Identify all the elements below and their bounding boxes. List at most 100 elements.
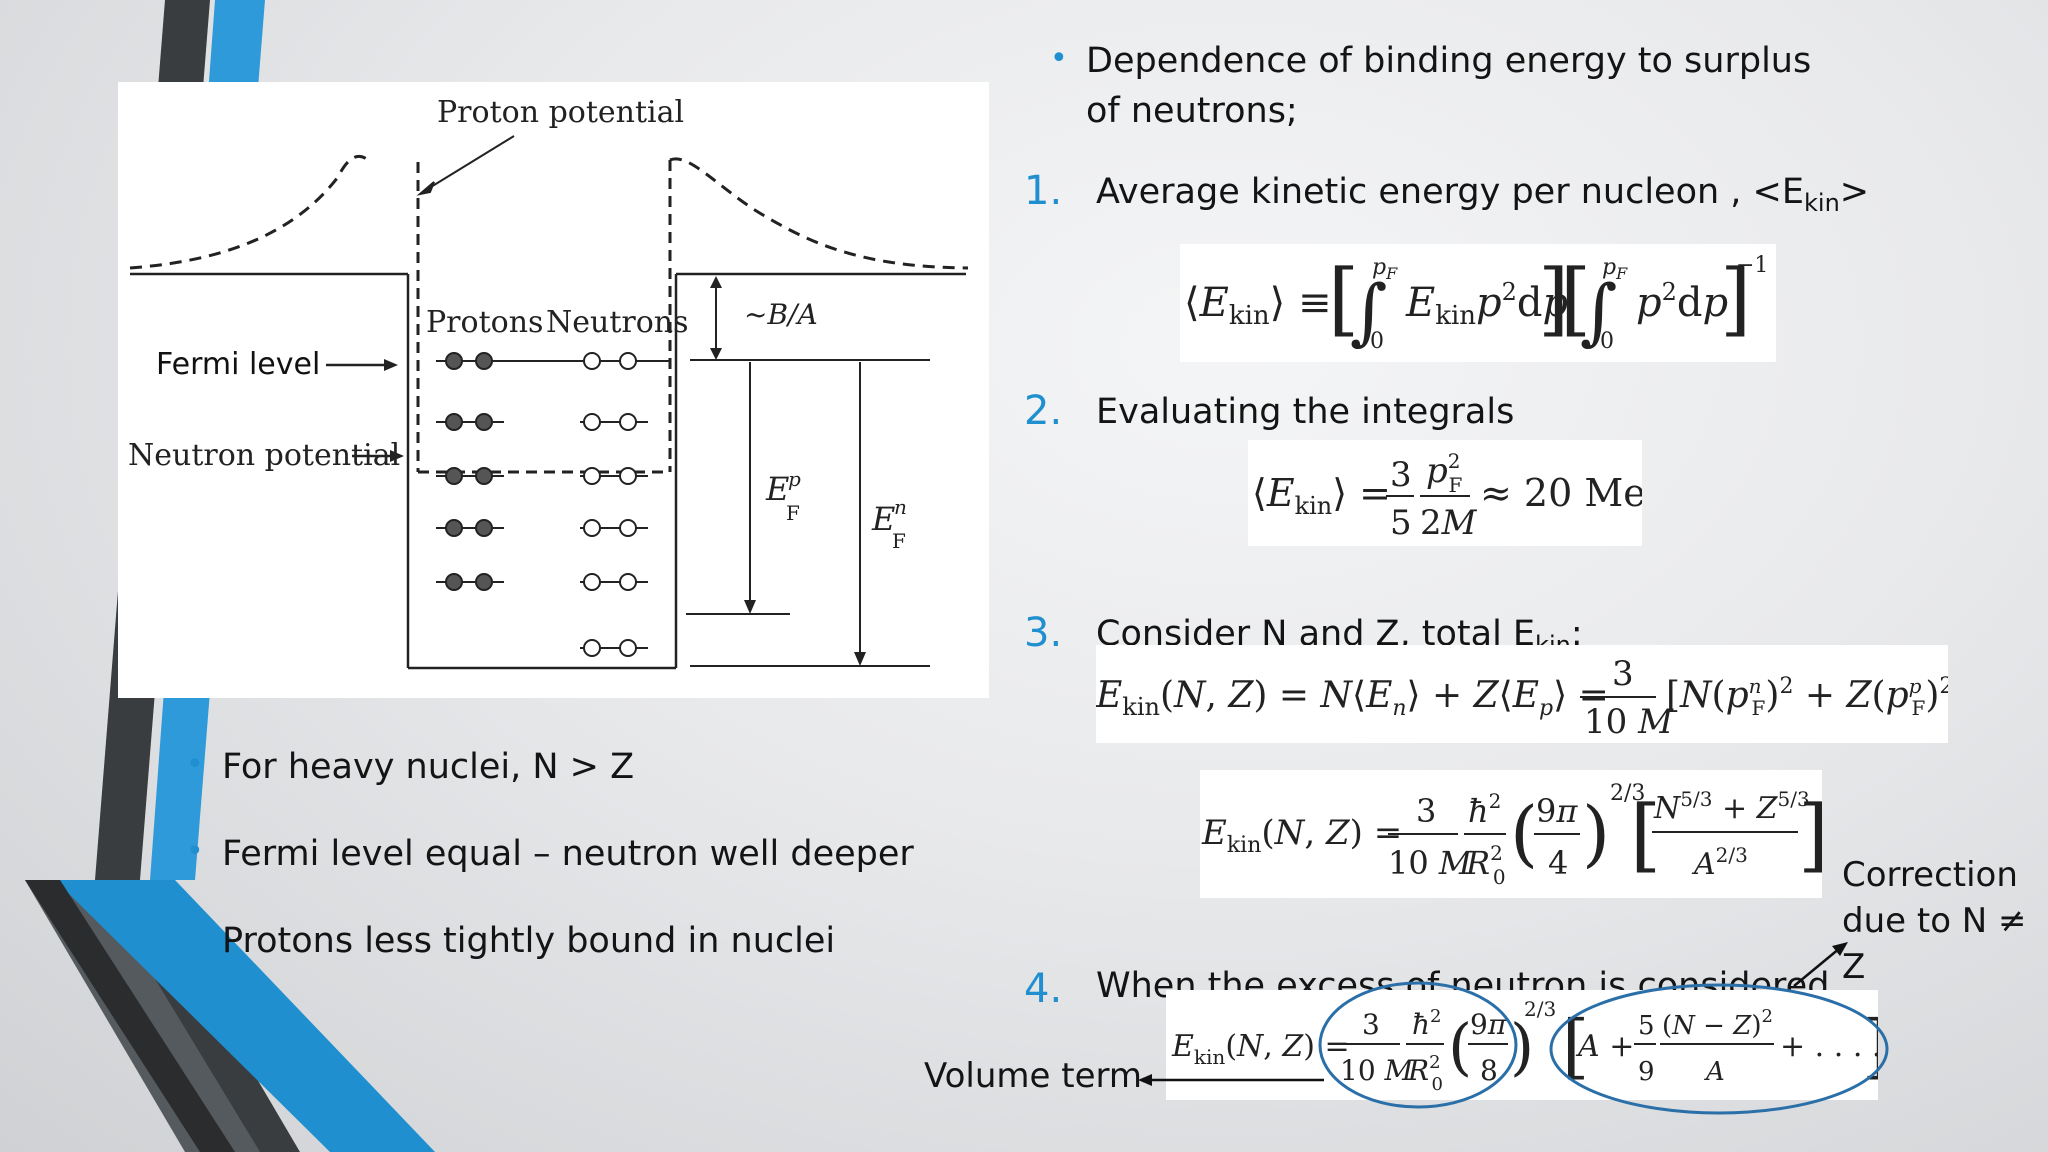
svg-text:10 M: 10 M (1340, 1054, 1415, 1087)
equation-evaluated-integral: ⟨Ekin⟩ = 3 5 p2F 2M ≈ 20 MeV (1248, 440, 1642, 546)
correction-annotation: Correction due to N ≠ Z (1842, 852, 2048, 990)
step-1-text: Average kinetic energy per nucleon , <Ek… (1096, 172, 1869, 217)
svg-text:2/3: 2/3 (1524, 997, 1556, 1021)
svg-text:10 M: 10 M (1584, 702, 1674, 742)
efn-label: E n F (871, 495, 907, 553)
step-2-number: 2. (1024, 388, 1063, 434)
fermi-level-label: Fermi level (156, 347, 320, 382)
svg-text:Ekin(N, Z) =: Ekin(N, Z) = (1171, 1029, 1350, 1069)
svg-text:9π: 9π (1536, 792, 1578, 830)
bullet-heavy-nuclei: • For heavy nuclei, N > Z (186, 742, 635, 792)
svg-text:4: 4 (1548, 844, 1568, 882)
volume-term-label: Volume term (924, 1056, 1143, 1096)
svg-text:8: 8 (1480, 1054, 1498, 1087)
svg-text:0: 0 (1370, 329, 1384, 354)
bullet-protons-bound: • Protons less tightly bound in nuclei (186, 916, 836, 966)
svg-text:]: ] (1720, 252, 1751, 345)
correction-line-1: Correction (1842, 855, 2018, 895)
svg-text:5: 5 (1638, 1011, 1655, 1041)
svg-text:pF: pF (1602, 255, 1628, 283)
protons-label: Protons (426, 305, 543, 340)
svg-text:]: ] (1798, 788, 1822, 881)
correction-line-2: due to N ≠ Z (1842, 901, 2027, 987)
equation-average-kinetic: ⟨Ekin⟩ ≡ [ ∫ pF 0 Ekinp2dp ] [ ∫ pF 0 p2… (1180, 244, 1776, 362)
svg-text:9: 9 (1638, 1057, 1655, 1087)
svg-text:−1: −1 (1736, 253, 1768, 278)
fermi-gas-diagram: Proton potential Protons Neutrons ~B/A F… (118, 82, 989, 698)
svg-text:[: [ (1630, 788, 1661, 881)
svg-text:A +: A + (1575, 1029, 1634, 1064)
svg-text:): ) (1582, 791, 1610, 875)
neutrons-label: Neutrons (546, 305, 689, 340)
svg-text:∫: ∫ (1350, 269, 1388, 353)
svg-text:(N − Z)2: (N − Z)2 (1662, 1006, 1773, 1041)
svg-text:3: 3 (1390, 455, 1412, 495)
svg-text:⟨Ekin⟩ =: ⟨Ekin⟩ = (1252, 471, 1391, 520)
svg-text:F: F (892, 529, 906, 553)
svg-text:[: [ (1560, 252, 1591, 345)
svg-text:⟨Ekin⟩ ≡: ⟨Ekin⟩ ≡ (1184, 280, 1331, 331)
step-1-label: Average kinetic energy per nucleon , <E (1096, 172, 1804, 212)
svg-text:]: ] (1538, 252, 1569, 345)
bullet-dot: • (186, 834, 204, 869)
step-1-number: 1. (1024, 168, 1063, 214)
svg-text:ħ2: ħ2 (1412, 1006, 1442, 1041)
svg-text:R20: R20 (1407, 1052, 1443, 1095)
svg-text:9π: 9π (1470, 1008, 1507, 1041)
neutron-levels (580, 352, 648, 657)
svg-text:p2dp: p2dp (1636, 278, 1728, 326)
intro-text: Dependence of binding energy to surplus … (1086, 41, 1812, 131)
svg-text:A2/3: A2/3 (1691, 843, 1748, 882)
svg-text:≈ 20 MeV: ≈ 20 MeV (1480, 471, 1642, 515)
efp-label: E p F (765, 467, 801, 525)
bullet-text: For heavy nuclei, N > Z (222, 747, 635, 787)
svg-text:2M: 2M (1420, 503, 1478, 543)
svg-text:10 M: 10 M (1388, 844, 1473, 882)
svg-text:[: [ (1328, 252, 1359, 345)
neutron-potential-label: Neutron potential (128, 438, 400, 473)
step-4-number: 4. (1024, 966, 1063, 1012)
svg-text:p2F: p2F (1426, 449, 1463, 497)
bullet-fermi-level: • Fermi level equal – neutron well deepe… (186, 829, 914, 879)
bullet-text: Fermi level equal – neutron well deeper (222, 834, 914, 874)
svg-text:(: ( (1448, 1010, 1472, 1083)
equation-total-kinetic: Ekin(N, Z) = N⟨En⟩ + Z⟨Ep⟩ = 3 10 M [N(p… (1096, 645, 1948, 743)
step-3-after: : (1570, 614, 1583, 654)
bullet-dot: • (186, 747, 204, 782)
svg-text:]: ] (1862, 1005, 1878, 1087)
bullet-text: Protons less tightly bound in nuclei (222, 921, 836, 961)
svg-text:E: E (765, 470, 789, 508)
potential-well-svg: Proton potential Protons Neutrons ~B/A F… (128, 95, 969, 670)
proton-levels (436, 352, 504, 591)
svg-text:Ekin(N, Z) =: Ekin(N, Z) = (1201, 813, 1402, 858)
svg-text:[N(pnF)2 + Z(ppF)2]: [N(pnF)2 + Z(ppF)2] (1666, 674, 1948, 720)
svg-text:A: A (1704, 1057, 1725, 1087)
svg-text:2/3: 2/3 (1610, 781, 1645, 806)
svg-text:F: F (786, 501, 800, 525)
svg-text:pF: pF (1372, 255, 1398, 283)
svg-text:Ekin(N, Z) = N⟨En⟩ + Z⟨Ep⟩ =: Ekin(N, Z) = N⟨En⟩ + Z⟨Ep⟩ = (1096, 675, 1609, 721)
step-3-number: 3. (1024, 610, 1063, 656)
svg-text:3: 3 (1362, 1008, 1380, 1041)
svg-text:3: 3 (1612, 654, 1634, 694)
intro-bullet: • Dependence of binding energy to surplu… (1050, 36, 1846, 136)
bullet-dot: • (1050, 41, 1068, 76)
svg-text:n: n (894, 495, 907, 519)
svg-text:5: 5 (1390, 503, 1412, 543)
svg-text:E: E (871, 500, 895, 538)
step-2-text: Evaluating the integrals (1096, 392, 1515, 432)
svg-text:3: 3 (1416, 792, 1436, 830)
proton-potential-label: Proton potential (437, 95, 684, 130)
step-1-after: > (1839, 172, 1870, 212)
svg-text:N5/3 + Z5/3: N5/3 + Z5/3 (1653, 787, 1810, 826)
svg-text:Ekinp2dp: Ekinp2dp (1405, 278, 1568, 331)
step-1-sub: kin (1804, 189, 1840, 217)
svg-text:(: ( (1510, 791, 1538, 875)
svg-text:ħ2: ħ2 (1468, 789, 1501, 830)
svg-text:p: p (788, 467, 801, 491)
bullet-dot: • (186, 921, 204, 956)
binding-energy-label: ~B/A (744, 298, 818, 331)
svg-text:0: 0 (1600, 329, 1614, 354)
